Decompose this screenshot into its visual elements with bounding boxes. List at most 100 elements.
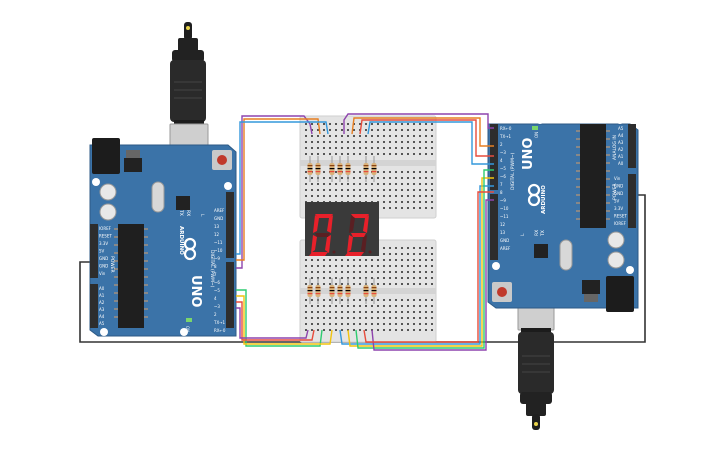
led-l-label: L bbox=[199, 214, 205, 217]
segment-f bbox=[349, 215, 355, 233]
pin-label: 3.3V bbox=[99, 241, 108, 246]
power-header-left[interactable] bbox=[90, 224, 98, 278]
pin-label: ~3 bbox=[500, 150, 506, 155]
arduino-uno-right[interactable]: UNO ARDUINO DIGITAL (PWM~) POWER ANALOG … bbox=[487, 116, 639, 312]
board-logo-text: UNO bbox=[188, 275, 203, 308]
pin-label: 3.3V bbox=[614, 206, 623, 211]
resistor[interactable] bbox=[315, 156, 321, 182]
pin-label: 12 bbox=[500, 222, 506, 227]
pin-label: GND bbox=[500, 238, 509, 243]
resistor[interactable] bbox=[329, 278, 335, 304]
resistor[interactable] bbox=[307, 156, 313, 182]
pin-label: TX→1 bbox=[213, 320, 226, 325]
resistor[interactable] bbox=[329, 156, 335, 182]
label-digital: DIGITAL (PWM~) bbox=[209, 250, 215, 288]
arduino-uno-left[interactable]: UNO ARDUINO DIGITAL (PWM~) POWER TX RX L… bbox=[89, 138, 237, 337]
resistor[interactable] bbox=[337, 156, 343, 182]
capacitor bbox=[607, 231, 625, 249]
pin-label: 8 bbox=[500, 190, 503, 195]
pin-label: 5V bbox=[614, 199, 620, 204]
wire-blue bbox=[236, 121, 329, 255]
segment-e bbox=[311, 235, 317, 253]
resistor[interactable] bbox=[307, 278, 313, 304]
pin-label: GND bbox=[614, 184, 623, 189]
wire-orange-2 bbox=[351, 117, 494, 147]
microcontroller-chip bbox=[118, 224, 144, 328]
label-analog: ANALOG IN bbox=[612, 135, 618, 160]
segment-c bbox=[325, 235, 331, 253]
resistor[interactable] bbox=[345, 278, 351, 304]
pin-label: 2 bbox=[500, 142, 503, 147]
pin-label: GND bbox=[614, 191, 623, 196]
digital-header-right-top[interactable] bbox=[490, 124, 498, 190]
led-tx-label: TX bbox=[540, 230, 546, 237]
resistor[interactable] bbox=[371, 278, 377, 304]
crystal-oscillator bbox=[559, 239, 573, 271]
pin-label: ~5 bbox=[500, 166, 506, 171]
pin-label: A0 bbox=[99, 286, 105, 291]
board-brand-text: ARDUINO bbox=[178, 226, 184, 255]
analog-header-left[interactable] bbox=[90, 284, 98, 328]
segment-c bbox=[361, 235, 367, 253]
resistor[interactable] bbox=[315, 278, 321, 304]
seven-segment-display-group[interactable] bbox=[305, 202, 379, 256]
capacitor bbox=[607, 251, 625, 269]
dc-jack-right bbox=[606, 276, 634, 312]
wire-green-1 bbox=[236, 289, 323, 347]
segment-b bbox=[363, 215, 369, 233]
analog-header-right[interactable] bbox=[628, 124, 636, 168]
digital-header-left-bottom[interactable] bbox=[226, 262, 234, 328]
led-tx-label: TX bbox=[178, 209, 184, 216]
pin-label: ~6 bbox=[214, 280, 220, 285]
pin-label: A3 bbox=[618, 140, 624, 145]
resistor[interactable] bbox=[337, 278, 343, 304]
seven-segment-digit-2 bbox=[345, 214, 372, 256]
pin-label: ~3 bbox=[214, 304, 220, 309]
segment-a bbox=[315, 214, 333, 218]
resistor[interactable] bbox=[345, 156, 351, 182]
dc-jack-left bbox=[92, 138, 120, 174]
pin-label: RESET bbox=[614, 214, 627, 219]
label-power: POWER bbox=[109, 256, 115, 273]
crystal-oscillator bbox=[151, 181, 165, 213]
power-header-right[interactable] bbox=[628, 174, 636, 228]
wire-purple-3 bbox=[236, 307, 309, 339]
pin-label: GND bbox=[99, 256, 108, 261]
pin-label: 2 bbox=[214, 312, 217, 317]
pin-label: A4 bbox=[618, 133, 624, 138]
led-on-indicator bbox=[532, 126, 538, 130]
digital-header-left-top[interactable] bbox=[226, 192, 234, 258]
pin-label: TX→1 bbox=[499, 134, 512, 139]
segment-f bbox=[313, 215, 319, 233]
arduino-logo-icon bbox=[527, 183, 541, 207]
pin-label: RESET bbox=[99, 234, 112, 239]
pin-label: 4 bbox=[214, 296, 217, 301]
pin-label: A5 bbox=[99, 321, 105, 326]
pin-label: 12 bbox=[214, 232, 220, 237]
resistor-row-bottom[interactable] bbox=[307, 278, 377, 304]
pin-label: ~11 bbox=[500, 214, 509, 219]
segment-dp bbox=[368, 250, 372, 254]
resistor[interactable] bbox=[363, 278, 369, 304]
pin-label: RX←0 bbox=[500, 126, 512, 131]
resistor-row-top[interactable] bbox=[307, 156, 377, 182]
pin-label: 13 bbox=[500, 230, 506, 235]
led-rx-label: RX bbox=[534, 230, 540, 236]
resistor[interactable] bbox=[371, 156, 377, 182]
segment-b bbox=[327, 215, 333, 233]
pin-label: 13 bbox=[214, 224, 220, 229]
signal-wires[interactable] bbox=[236, 113, 494, 351]
led-on-label: ON bbox=[185, 326, 190, 332]
segment-d bbox=[345, 252, 364, 256]
wire-red-3 bbox=[363, 191, 494, 343]
resistor[interactable] bbox=[363, 156, 369, 182]
pin-label: 8 bbox=[214, 264, 217, 269]
capacitor bbox=[99, 183, 117, 201]
pin-label: 5V bbox=[99, 249, 105, 254]
pin-label: Vin bbox=[614, 176, 621, 181]
digital-header-right-bottom[interactable] bbox=[490, 194, 498, 260]
wire-green-2 bbox=[355, 169, 494, 349]
pin-label: A0 bbox=[618, 161, 624, 166]
pin-label: AREF bbox=[500, 246, 511, 251]
